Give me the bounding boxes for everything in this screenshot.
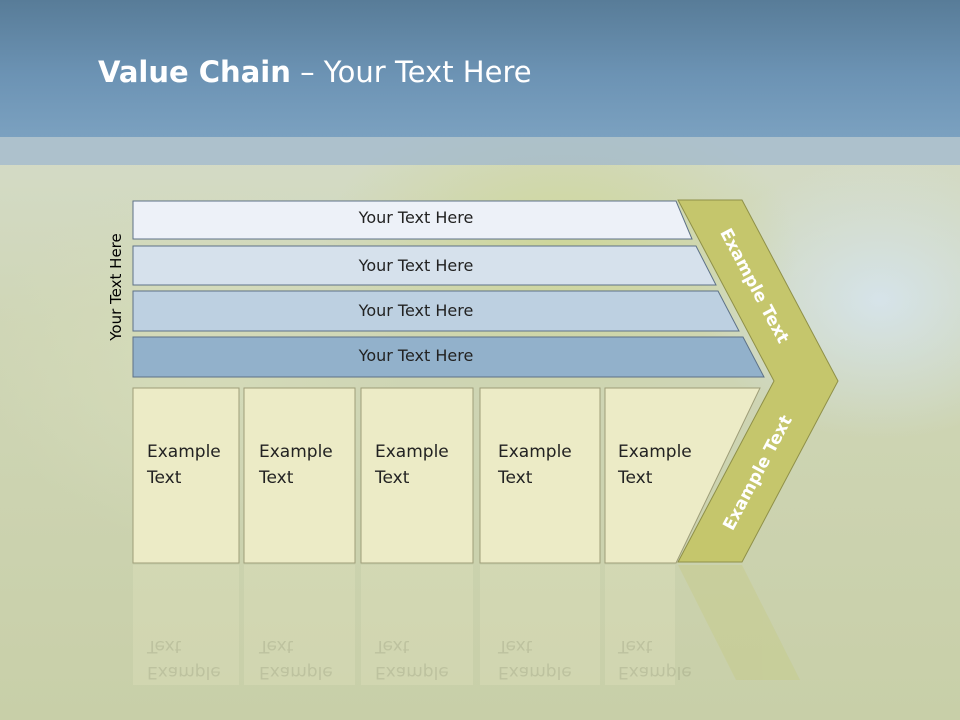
column-3-reflection: Example Text <box>375 636 449 682</box>
band-2-label: Your Text Here <box>358 256 474 275</box>
header-bar <box>0 0 960 137</box>
column-4-reflection: Example Text <box>498 636 572 682</box>
band-4 <box>132 336 765 378</box>
band-3 <box>132 290 740 332</box>
column-5-label: Example Text <box>618 442 692 488</box>
reflection <box>133 565 800 685</box>
band-3-label: Your Text Here <box>358 301 474 320</box>
column-5 <box>604 387 761 564</box>
column-1 <box>132 387 240 564</box>
column-3 <box>360 387 474 564</box>
column-1-reflection: Example Text <box>147 636 221 682</box>
column-4 <box>479 387 601 564</box>
band-1-label: Your Text Here <box>358 208 474 227</box>
column-4-label: Example Text <box>498 442 572 488</box>
title-rest: – Your Text Here <box>290 55 532 89</box>
column-2-label: Example Text <box>259 442 333 488</box>
column-3-label: Example Text <box>375 442 449 488</box>
chevron-arrow <box>677 199 839 563</box>
band-4-label: Your Text Here <box>358 346 474 365</box>
column-2-reflection: Example Text <box>259 636 333 682</box>
band-1 <box>132 200 693 240</box>
title-bold: Value Chain <box>98 55 291 89</box>
side-label: Your Text Here <box>107 233 125 341</box>
column-2 <box>243 387 356 564</box>
header-strip <box>0 137 960 165</box>
band-2 <box>132 245 717 286</box>
slide-title: Value Chain – Your Text Here <box>98 55 532 89</box>
column-5-reflection: Example Text <box>618 636 692 682</box>
column-1-label: Example Text <box>147 442 221 488</box>
